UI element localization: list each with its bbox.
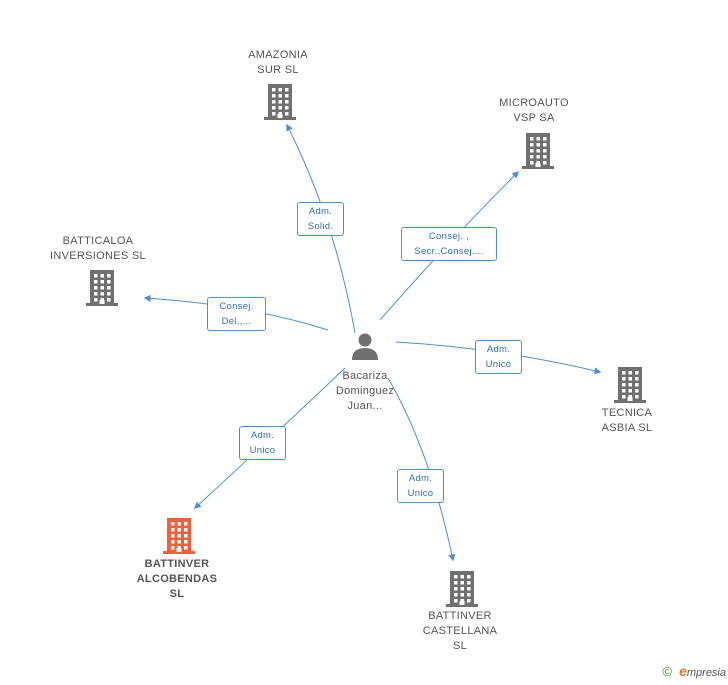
edge-battinver-castellana [387,377,456,562]
edge-label-line: Adm. [408,473,433,484]
edge-label-line: Solid. [307,221,334,232]
node-label-line: VSP SA [513,112,555,124]
node-label-line: AMAZONIA [248,49,308,61]
node-label-line: BATTINVER [144,558,210,570]
node-label-line: MICROAUTO [499,97,569,109]
edge-label-line: Unico [407,488,434,499]
building-icon[interactable] [163,518,195,559]
edge-label-line: Unico [249,445,276,456]
person-name-line: Dominguez [335,385,395,397]
node-label-line: ALCOBENDAS [136,573,218,585]
edge-label-line: Consej. [219,301,254,312]
edge-label-batticaloa[interactable]: Consej. Del.,... [207,297,266,331]
node-label-line: INVERSIONES SL [50,250,146,262]
edge-label-battinver-castellana[interactable]: Adm. Unico [397,469,444,503]
edge-label-line: Adm. [486,344,511,355]
footer-brand: © empresia [662,663,726,679]
brand-logo: empresia [679,663,726,679]
node-label-line: SUR SL [257,64,299,76]
edge-label-line: Adm. [250,430,275,441]
edge-label-line: Unico [485,359,512,370]
person-name-line: Bacariza [342,370,388,382]
node-label-line: ASBIA SL [601,422,653,434]
building-icon[interactable] [86,270,118,311]
brand-initial: e [679,663,687,679]
building-icon[interactable] [614,367,646,408]
node-label-battinver-castellana[interactable]: BATTINVER CASTELLANA SL [400,609,520,654]
edge-label-line: Adm. [308,206,333,217]
edge-label-amazonia[interactable]: Adm. Solid. [297,202,344,236]
node-label-line: BATTICALOA [62,235,134,247]
person-name[interactable]: Bacariza Dominguez Juan... [310,369,420,414]
edge-label-tecnica[interactable]: Adm. Unico [475,340,522,374]
node-label-line: BATTINVER [428,610,492,622]
edge-label-line: Del.,... [221,316,252,327]
person-icon[interactable] [350,332,380,365]
building-icon[interactable] [446,571,478,612]
node-label-battinver-alcobendas[interactable]: BATTINVER ALCOBENDAS SL [117,557,237,602]
node-label-line: SL [452,640,468,652]
edge-label-line: Consej. , [428,231,470,242]
person-name-line: Juan... [347,400,383,412]
node-label-batticaloa[interactable]: BATTICALOA INVERSIONES SL [38,234,158,264]
node-label-line: SL [169,588,185,600]
node-label-microauto[interactable]: MICROAUTO VSP SA [474,96,594,126]
edge-label-line: Secr.,Consej.... [414,246,484,257]
node-label-line: TECNICA [601,407,653,419]
edge-label-microauto[interactable]: Consej. , Secr.,Consej.... [401,227,497,261]
node-label-line: CASTELLANA [422,625,498,637]
building-icon[interactable] [522,133,554,174]
building-icon[interactable] [264,84,296,125]
node-label-tecnica[interactable]: TECNICA ASBIA SL [567,406,687,436]
copyright-icon: © [662,664,673,679]
brand-name: mpresia [686,667,726,679]
node-label-amazonia[interactable]: AMAZONIA SUR SL [218,48,338,78]
edge-label-battinver-alcobendas[interactable]: Adm. Unico [239,426,286,460]
